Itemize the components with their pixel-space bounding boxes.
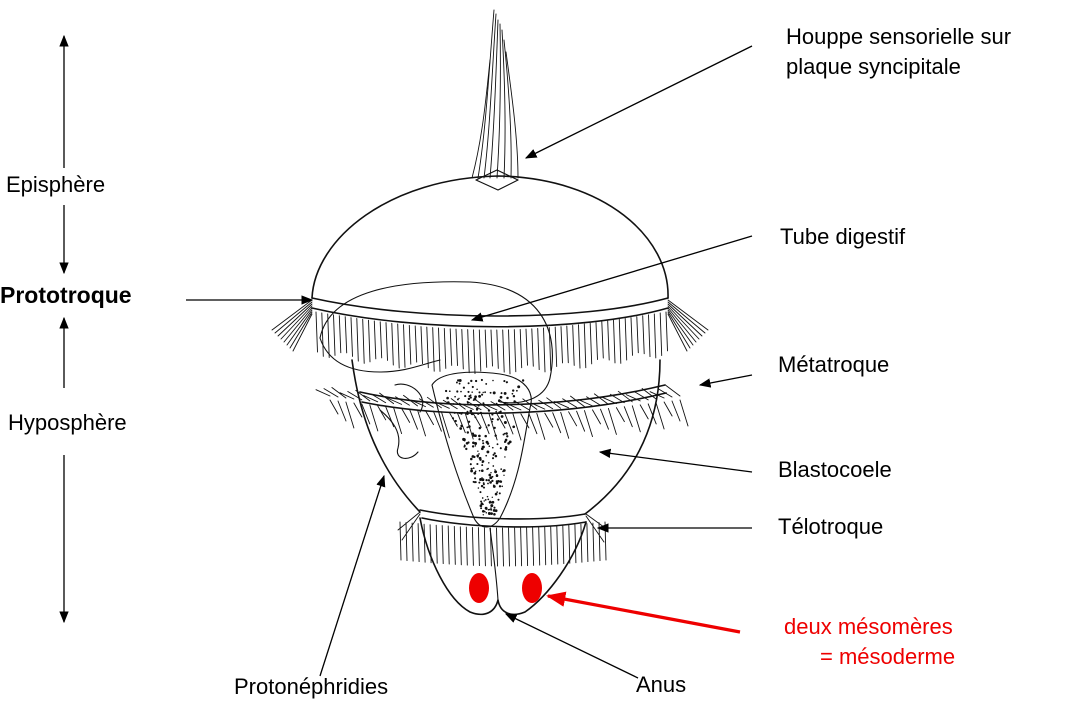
label-mesomeres: deux mésomères = mésoderme xyxy=(784,612,955,672)
label-prototroque: Prototroque xyxy=(0,282,132,308)
label-houppe: Houppe sensorielle sur plaque syncipital… xyxy=(786,22,1011,82)
label-mesomeres-line1: deux mésomères xyxy=(784,614,953,639)
gut-outline xyxy=(319,281,553,404)
label-tube-digestif: Tube digestif xyxy=(780,224,906,249)
metatroch-band xyxy=(315,384,689,441)
mesomere-left xyxy=(469,573,489,603)
label-metatroque: Métatroque xyxy=(778,352,890,377)
mesomere-right xyxy=(522,573,542,603)
label-anus: Anus xyxy=(636,672,687,697)
label-telotroque: Télotroque xyxy=(778,514,884,539)
label-protonephridies: Protonéphridies xyxy=(234,674,389,699)
leader-lines xyxy=(186,45,753,679)
label-hyposphere: Hyposphère xyxy=(8,410,127,435)
episphere-outline xyxy=(311,175,669,299)
label-houppe-line1: Houppe sensorielle sur xyxy=(786,24,1012,49)
hyposphere-outline xyxy=(351,359,661,515)
protonephridia xyxy=(379,383,423,459)
apical-tuft xyxy=(471,9,519,191)
label-episphere: Episphère xyxy=(6,172,106,197)
prototroch-band xyxy=(271,297,709,375)
telotroch-band xyxy=(397,509,609,567)
label-blastocoele: Blastocoele xyxy=(778,457,892,482)
stomach xyxy=(431,371,532,528)
label-mesomeres-line2: = mésoderme xyxy=(820,644,956,669)
label-houppe-line2: plaque syncipitale xyxy=(786,54,961,79)
